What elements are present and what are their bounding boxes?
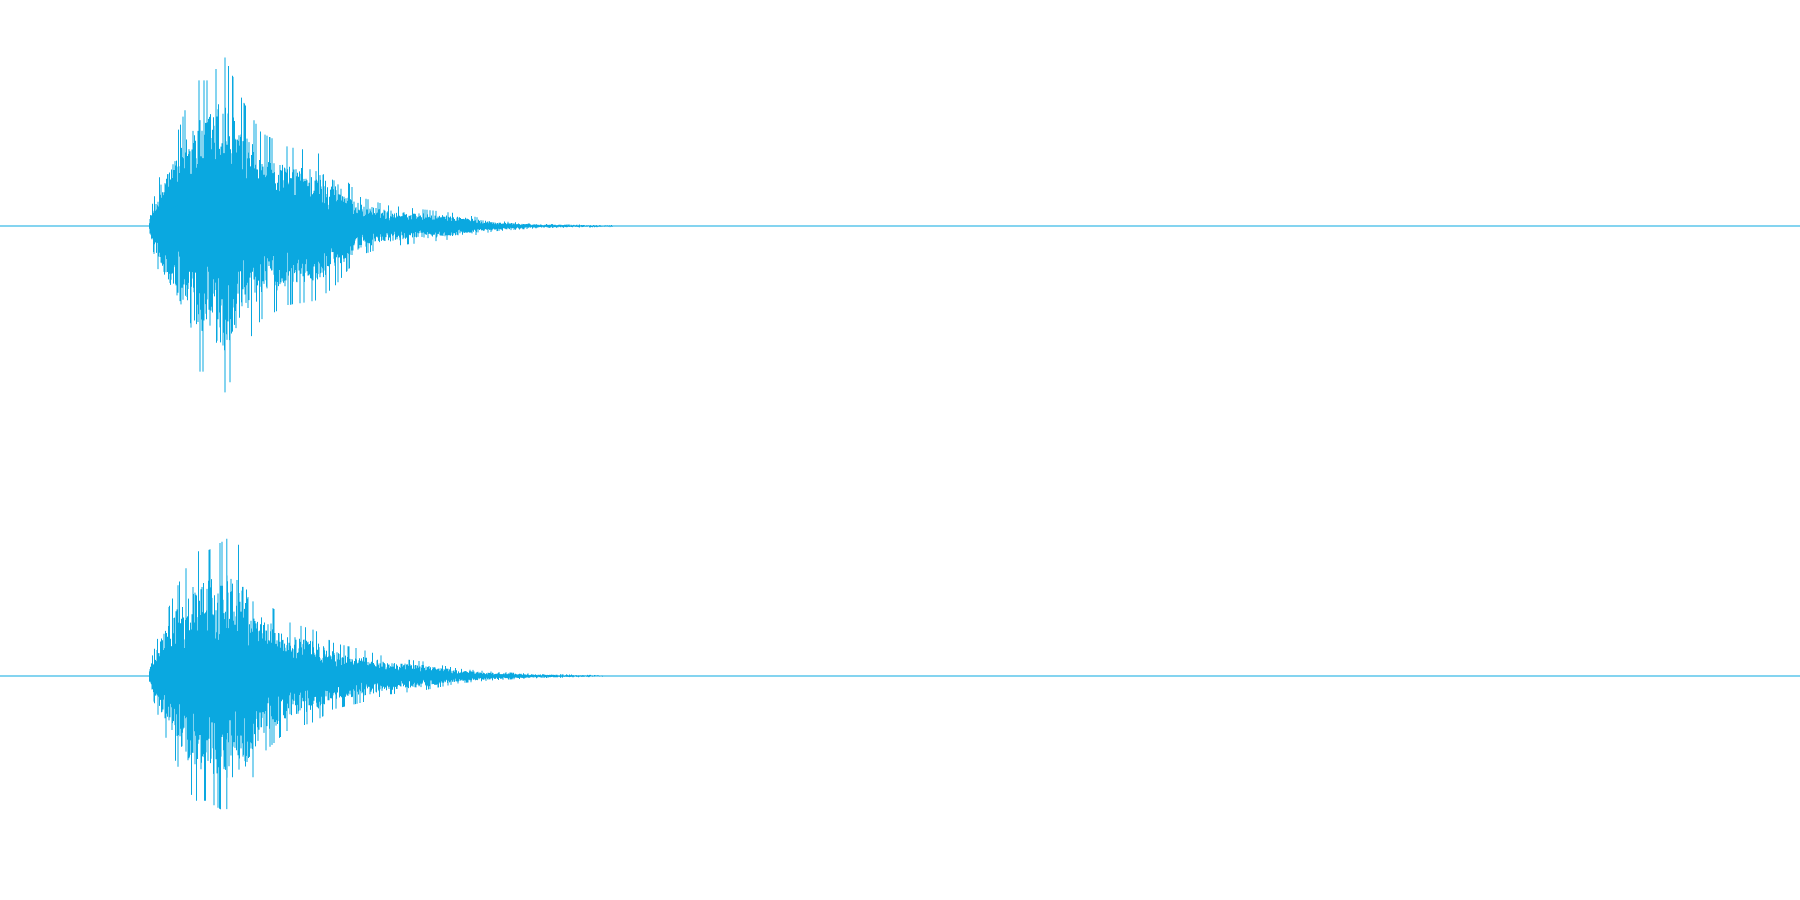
channel-2-core [149, 645, 604, 707]
channel-1-core [149, 188, 613, 264]
channel-2-waveform [0, 538, 1800, 810]
channel-1-waveform [0, 57, 1800, 393]
